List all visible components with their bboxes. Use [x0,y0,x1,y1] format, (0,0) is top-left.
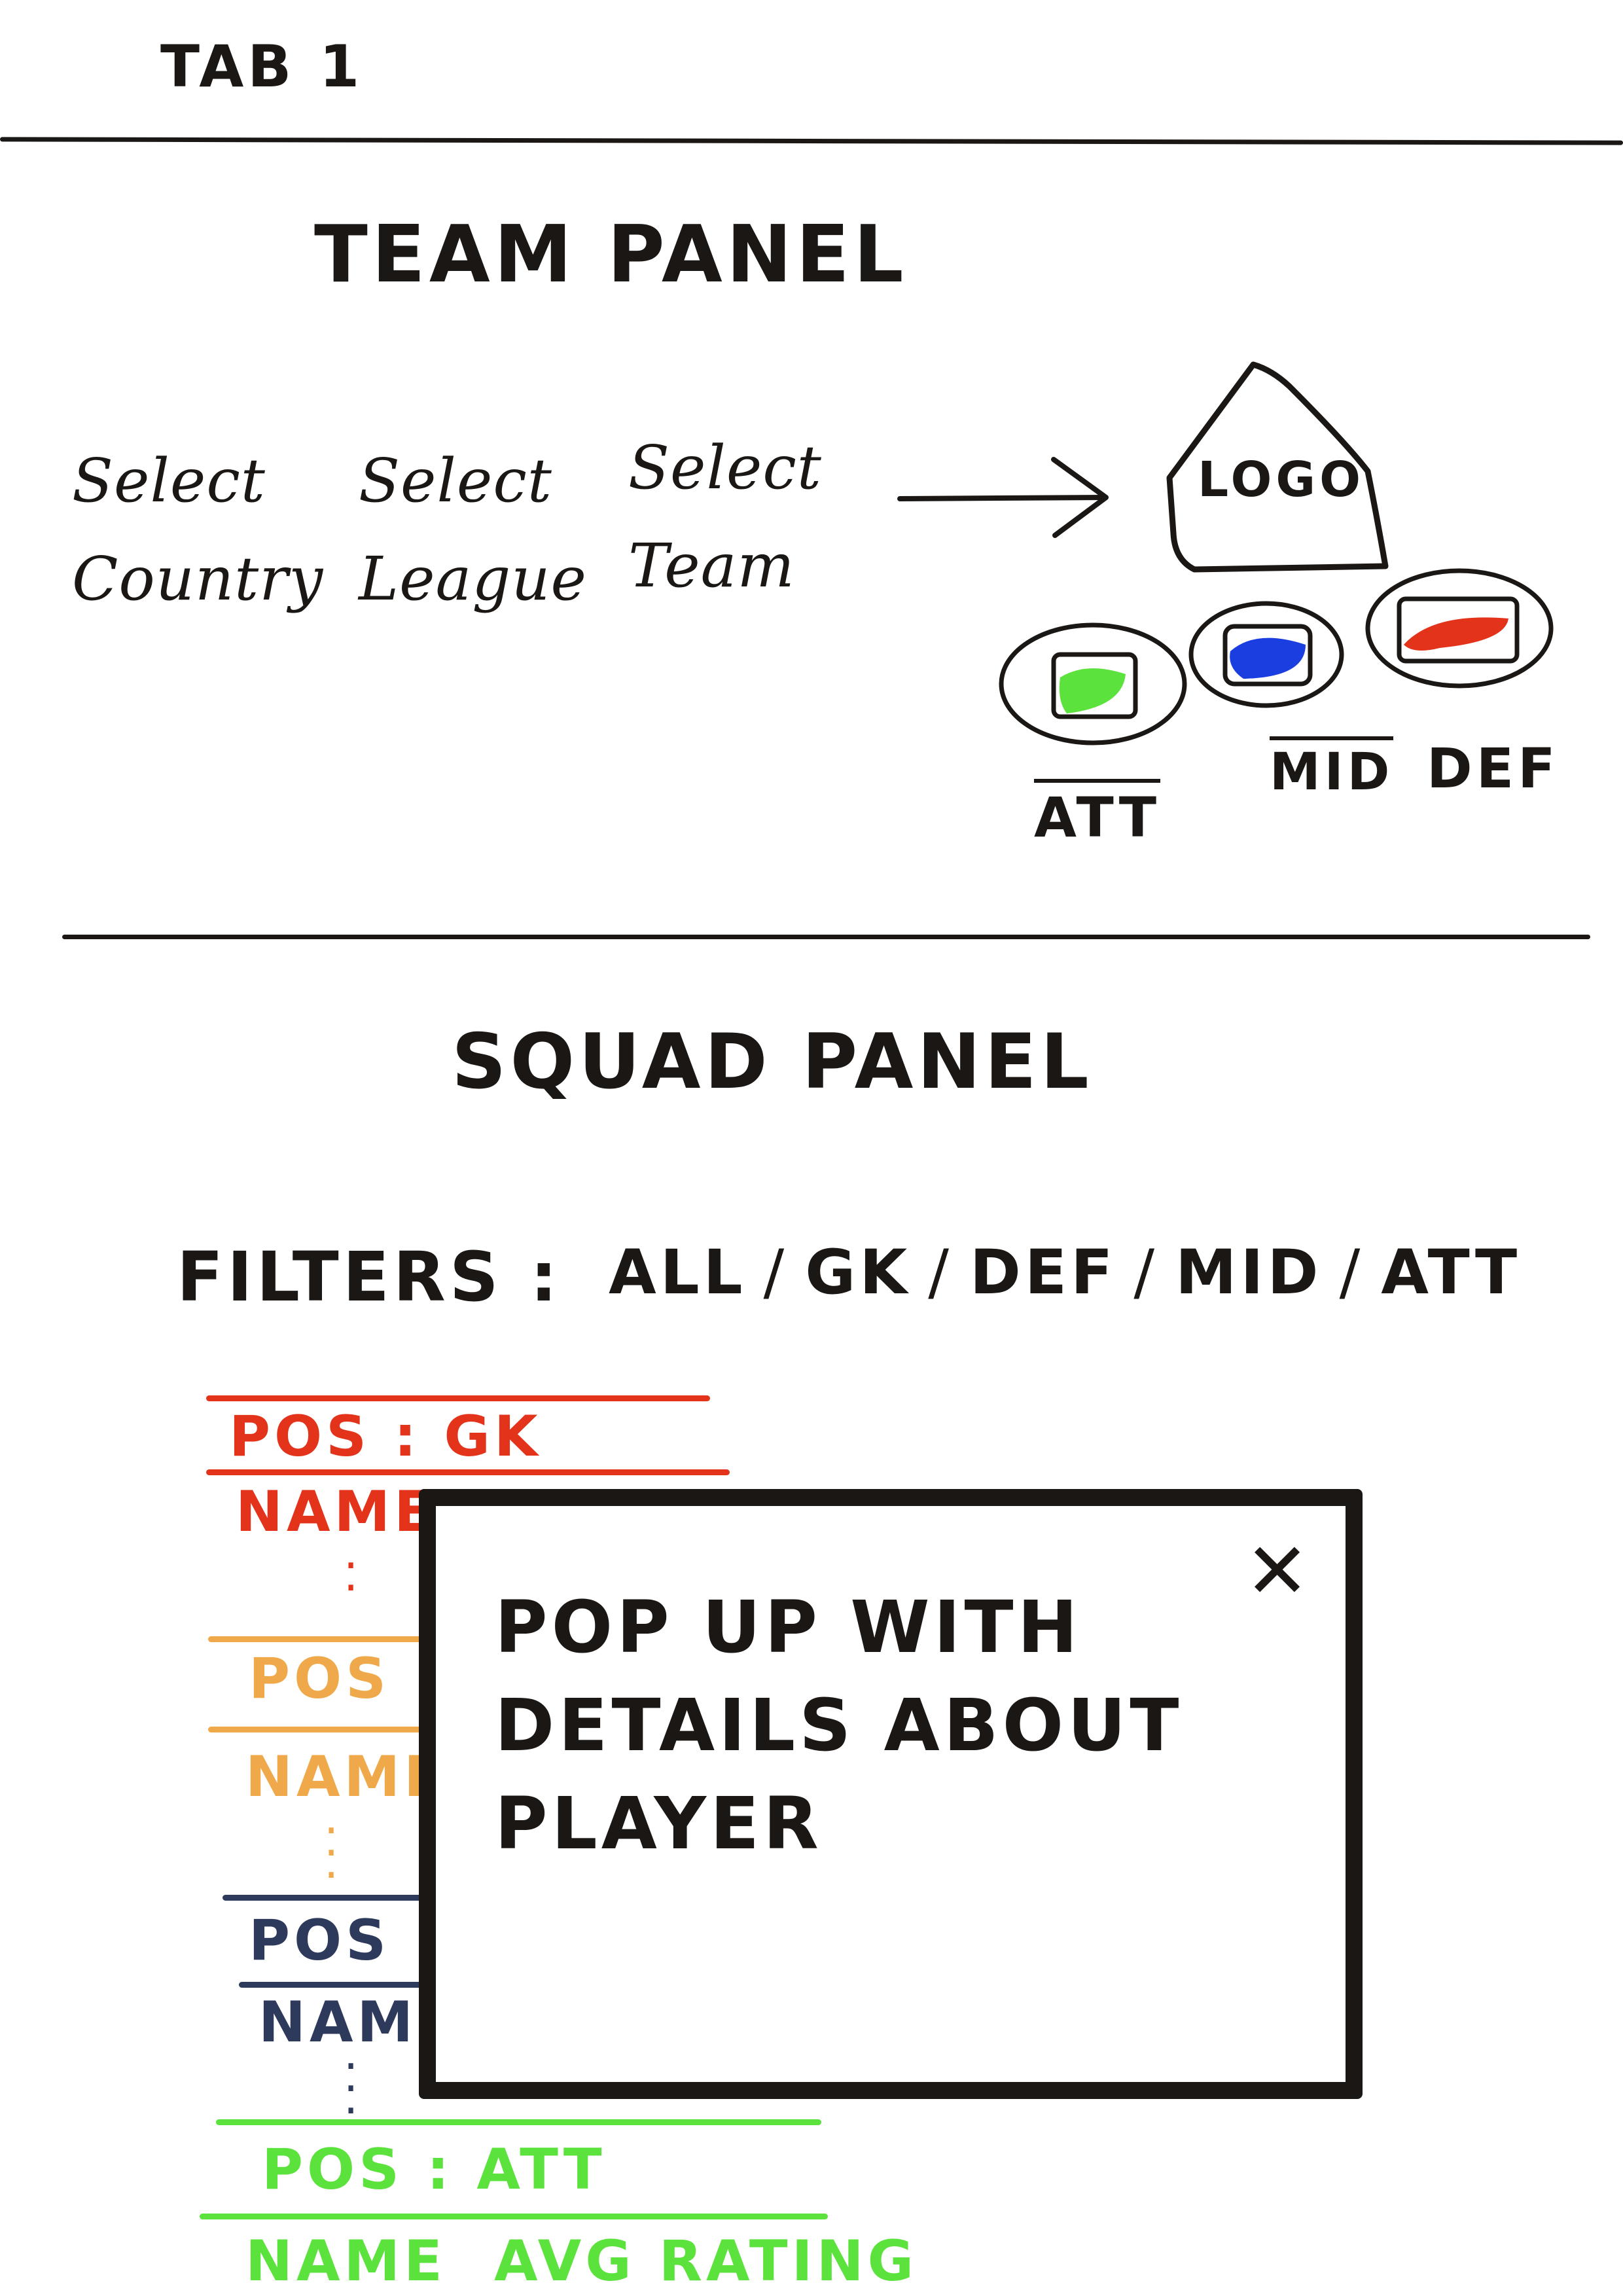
card-rule [216,2119,821,2125]
filter-mid[interactable]: MID [1175,1237,1323,1308]
att-fill-mark [1059,668,1126,713]
def-position-button[interactable] [1361,563,1558,700]
squad-panel-title: SQUAD PANEL [452,1018,1093,1106]
position-filter-bar: ALL / GK / DEF / MID / ATT [609,1237,1521,1308]
filter-separator: / [763,1237,789,1308]
filter-def[interactable]: DEF [969,1237,1117,1308]
player-details-popup[interactable]: ✕ POP UP WITH DETAILS ABOUT PLAYER [419,1489,1363,2099]
filter-gk[interactable]: GK [805,1237,912,1308]
player-name-label: NAME [245,2229,446,2294]
att-position-button[interactable] [995,615,1191,753]
player-rating-label: AVG RATING [494,2229,918,2294]
player-pos-label: POS : [249,1908,440,1973]
card-rule [206,1469,730,1475]
player-pos-label: POS : GK [229,1404,542,1469]
more-rows-ellipsis: ·· [344,1539,359,1615]
popup-line-2: DETAILS ABOUT [495,1683,1183,1767]
tab-label[interactable]: TAB 1 [160,33,364,100]
more-rows-ellipsis: ··· [344,2039,359,2138]
card-rule [206,1395,710,1401]
card-rule [208,1727,424,1732]
card-rule [208,1636,424,1642]
filter-separator: / [928,1237,953,1308]
filter-separator: / [1133,1237,1159,1308]
filter-separator: / [1339,1237,1364,1308]
select-league-line1: Select [359,446,552,516]
def-fill-mark [1404,617,1508,651]
close-icon[interactable]: ✕ [1245,1526,1310,1616]
mid-fill-mark [1230,637,1306,679]
player-pos-label: POS : ATT [262,2137,606,2202]
select-team-line1: Select [628,433,822,503]
popup-message: POP UP WITH DETAILS ABOUT PLAYER [495,1578,1215,1873]
att-label: ATT [1034,779,1161,850]
select-team-dropdown[interactable]: Select Team [628,419,877,615]
select-country-line2: Country [72,544,324,614]
tab-divider [0,137,1623,145]
select-country-line1: Select [72,446,266,516]
popup-line-3: PLAYER [495,1782,823,1865]
select-country-dropdown[interactable]: Select Country [72,432,324,628]
more-rows-ellipsis: ··· [324,1804,339,1902]
mid-position-button[interactable] [1185,592,1348,717]
select-league-dropdown[interactable]: Select League [359,432,607,628]
card-rule [200,2214,828,2219]
popup-line-1: POP UP WITH [495,1585,1082,1669]
team-panel-title: TEAM PANEL [314,209,908,300]
def-label: DEF [1427,736,1560,800]
select-team-line2: Team [628,531,795,601]
right-arrow-icon [897,457,1109,538]
player-pos-label: POS : [249,1646,440,1712]
logo-label: LOGO [1198,452,1365,508]
card-rule [223,1895,432,1901]
player-name-label: NAME [245,1744,446,1810]
team-logo-placeholder-icon [1166,361,1389,573]
filter-att[interactable]: ATT [1381,1237,1522,1308]
card-rule [239,1982,455,1988]
player-name-label: NAME [236,1479,437,1545]
mid-label: MID [1270,736,1394,802]
panel-divider [62,935,1590,939]
filter-all[interactable]: ALL [609,1237,747,1308]
select-league-line2: League [359,544,587,614]
filters-label: FILTERS : [177,1237,562,1317]
